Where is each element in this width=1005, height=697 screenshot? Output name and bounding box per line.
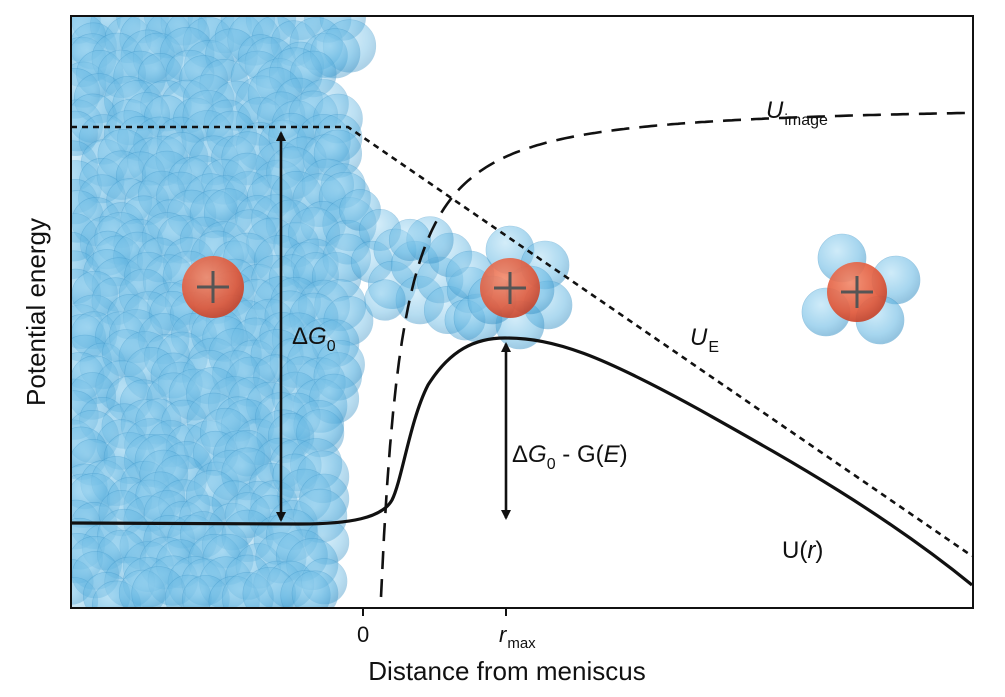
water-molecule-icon	[388, 218, 432, 262]
u-r-curve	[71, 336, 973, 587]
y-axis-label: Potential energy	[21, 218, 51, 406]
u-image-label: Uimage	[766, 97, 828, 129]
curves	[71, 111, 973, 598]
barrier-label: ΔG0 - G(E)	[512, 441, 628, 473]
free-hydrated-ion	[801, 233, 921, 345]
ion-cation-icon	[480, 258, 540, 318]
ion-cation-icon	[827, 262, 887, 322]
u-e-curve	[71, 125, 973, 558]
water-molecule-icon	[364, 279, 406, 321]
u-e-label: UE	[690, 324, 719, 356]
ion-cation-icon	[182, 256, 244, 318]
u-r-label: U(r)	[782, 537, 823, 564]
hydrated-ion-cluster	[445, 225, 573, 350]
delta-g0-label: ΔG0	[292, 323, 336, 355]
plot-frame	[70, 15, 974, 609]
x-tick-rmax-label: rmax	[499, 622, 536, 652]
u-image-curve	[379, 111, 972, 598]
water-bulk	[71, 16, 377, 608]
x-axis-label: Distance from meniscus	[368, 656, 645, 686]
water-molecule-icon	[291, 570, 339, 608]
x-tick-zero-label: 0	[357, 622, 369, 647]
